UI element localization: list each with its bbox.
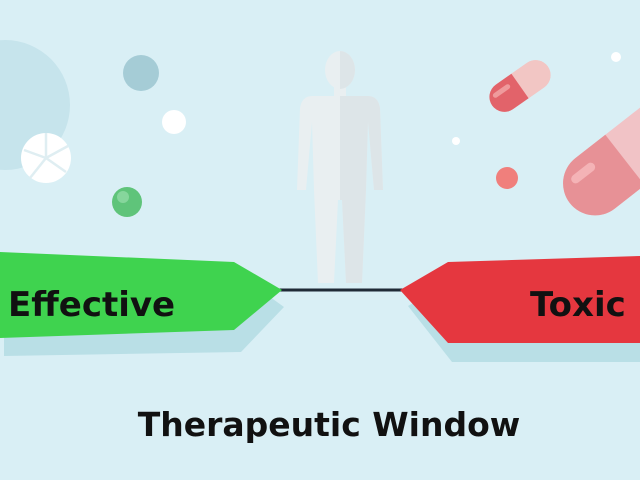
tablet-icon (21, 133, 71, 183)
small-dot-decoration (611, 52, 621, 62)
person-silhouette-icon (297, 51, 383, 283)
toxic-arrow: Toxic (400, 256, 640, 362)
pill-dot-icon (496, 167, 518, 189)
capsule-icon (563, 86, 640, 216)
toxic-label: Toxic (530, 285, 626, 325)
teal-bubble-decoration (123, 55, 159, 91)
capsule-icon (489, 60, 551, 112)
effective-label: Effective (8, 285, 175, 325)
tiny-dot-decoration (452, 137, 460, 145)
pill-dot-icon (112, 187, 142, 217)
effective-arrow: Effective (0, 252, 284, 356)
white-dot-decoration (162, 110, 186, 134)
caption-title: Therapeutic Window (138, 405, 521, 444)
